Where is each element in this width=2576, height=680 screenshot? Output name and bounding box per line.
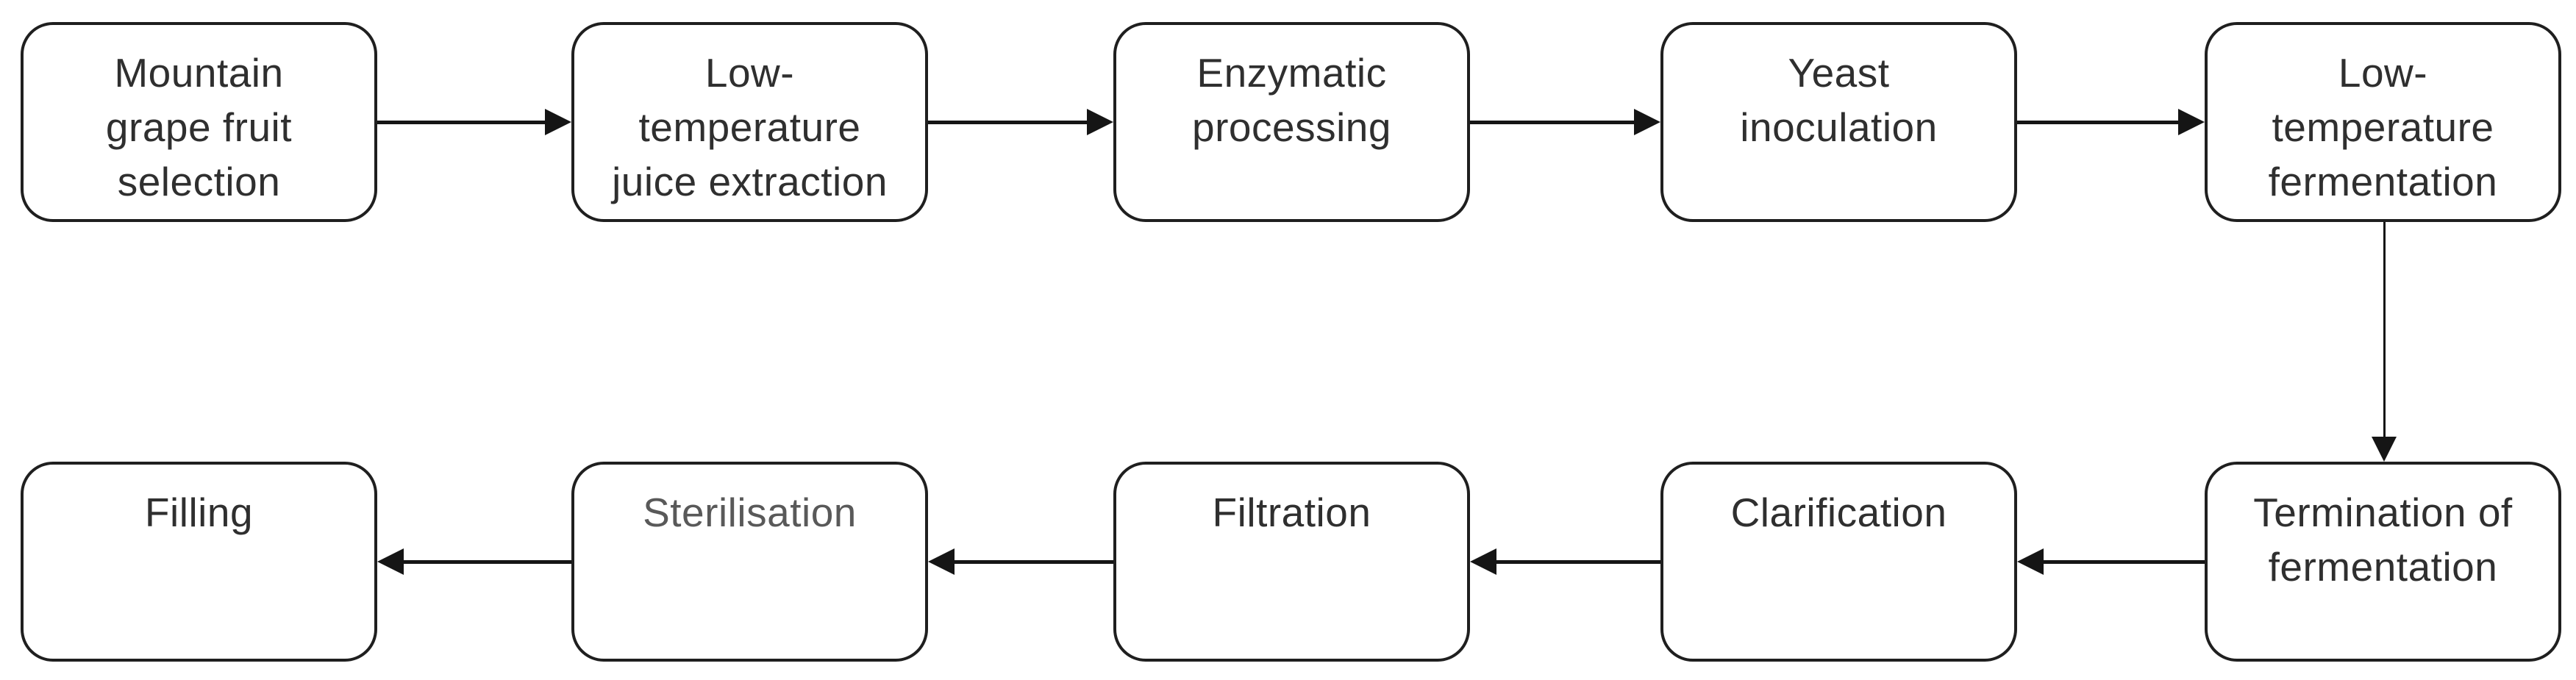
node-filling: Filling xyxy=(21,462,377,662)
node-label-enzymatic-processing: Enzymatic processing xyxy=(1192,50,1391,150)
arrow-shaft xyxy=(1496,559,1660,564)
node-low-temperature-fermentation: Low- temperature fermentation xyxy=(2205,22,2561,222)
node-label-clarification: Clarification xyxy=(1730,490,1947,535)
arrowhead-down-icon xyxy=(2372,437,2397,462)
arrowhead-right-icon xyxy=(2178,109,2205,135)
arrow-yeast-to-fermentation xyxy=(2017,106,2205,138)
arrowhead-right-icon xyxy=(1634,109,1660,135)
arrow-shaft xyxy=(928,120,1087,124)
node-label-mountain-grape-fruit-selection: Mountain grape fruit selection xyxy=(105,50,293,204)
arrowhead-left-icon xyxy=(928,548,955,575)
arrowhead-left-icon xyxy=(377,548,404,575)
arrow-filtration-to-sterilisation xyxy=(928,545,1113,578)
node-label-filling: Filling xyxy=(144,490,254,535)
node-label-termination-of-fermentation: Termination of fermentation xyxy=(2253,490,2513,590)
arrow-fermentation-to-termination xyxy=(2368,222,2400,462)
node-enzymatic-processing: Enzymatic processing xyxy=(1113,22,1470,222)
arrowhead-right-icon xyxy=(1087,109,1113,135)
arrow-shaft xyxy=(2017,120,2178,124)
node-clarification: Clarification xyxy=(1660,462,2017,662)
arrowhead-left-icon xyxy=(2017,548,2044,575)
arrow-shaft xyxy=(2044,559,2205,564)
arrow-selection-to-juice-extraction xyxy=(377,106,571,138)
node-label-filtration: Filtration xyxy=(1212,490,1371,535)
node-low-temperature-juice-extraction: Low- temperature juice extraction xyxy=(571,22,928,222)
arrow-clarification-to-filtration xyxy=(1470,545,1660,578)
arrow-shaft xyxy=(1470,120,1634,124)
arrow-sterilisation-to-filling xyxy=(377,545,571,578)
node-mountain-grape-fruit-selection: Mountain grape fruit selection xyxy=(21,22,377,222)
arrowhead-right-icon xyxy=(545,109,571,135)
arrow-shaft xyxy=(404,559,571,564)
arrowhead-left-icon xyxy=(1470,548,1496,575)
arrow-juice-extraction-to-enzymatic xyxy=(928,106,1113,138)
node-label-yeast-inoculation: Yeast inoculation xyxy=(1740,50,1938,150)
node-yeast-inoculation: Yeast inoculation xyxy=(1660,22,2017,222)
node-label-low-temperature-fermentation: Low- temperature fermentation xyxy=(2268,50,2498,204)
arrow-shaft xyxy=(955,559,1113,564)
arrow-shaft xyxy=(2383,222,2386,437)
node-sterilisation: Sterilisation xyxy=(571,462,928,662)
arrow-enzymatic-to-yeast xyxy=(1470,106,1660,138)
arrow-termination-to-clarification xyxy=(2017,545,2205,578)
node-filtration: Filtration xyxy=(1113,462,1470,662)
node-termination-of-fermentation: Termination of fermentation xyxy=(2205,462,2561,662)
arrow-shaft xyxy=(377,120,545,124)
node-label-low-temperature-juice-extraction: Low- temperature juice extraction xyxy=(612,50,888,204)
node-label-sterilisation: Sterilisation xyxy=(643,490,857,535)
